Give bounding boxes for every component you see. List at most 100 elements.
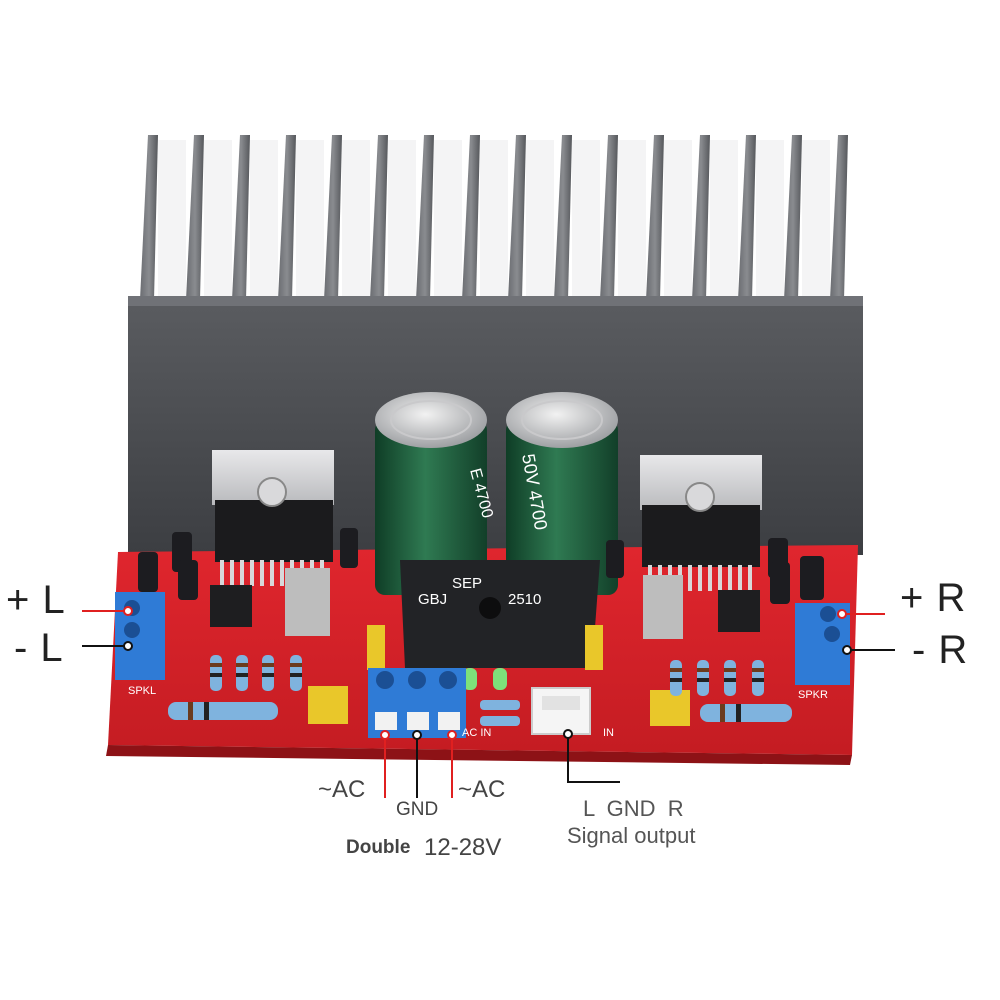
resistor-band bbox=[736, 704, 741, 722]
spkl-silkscreen: SPKL bbox=[128, 685, 156, 697]
resistor-band bbox=[204, 702, 209, 720]
fin-gap bbox=[756, 140, 784, 300]
resistor-band bbox=[752, 678, 764, 682]
heatsink-fin bbox=[784, 135, 802, 300]
fin-gap bbox=[296, 140, 324, 300]
signal-output-label: Signal output bbox=[567, 823, 696, 848]
heatsink-fin bbox=[232, 135, 250, 300]
resistor-band bbox=[670, 678, 682, 682]
resistor-band bbox=[210, 663, 222, 667]
film-capacitors bbox=[308, 625, 690, 726]
power-terminal bbox=[368, 668, 466, 738]
gnd-label: GND bbox=[396, 799, 439, 820]
bridge-number-text: 2510 bbox=[508, 591, 541, 608]
heatsink-fin bbox=[462, 135, 480, 300]
ic-leg bbox=[260, 560, 264, 586]
speaker-terminal-right bbox=[795, 603, 850, 685]
resistor bbox=[480, 716, 520, 726]
ic-leg bbox=[240, 560, 244, 586]
resistor bbox=[480, 700, 520, 710]
spkr-silkscreen: SPKR bbox=[798, 689, 828, 701]
power-resistor bbox=[168, 702, 278, 720]
resistor-band bbox=[236, 663, 248, 667]
fin-gap bbox=[250, 140, 278, 300]
fin-gap bbox=[618, 140, 646, 300]
ic-leg bbox=[688, 565, 692, 591]
resistor-band bbox=[262, 663, 274, 667]
ic-leg bbox=[698, 565, 702, 591]
resistor-band bbox=[290, 663, 302, 667]
resistor-band bbox=[752, 668, 764, 672]
resistor-band bbox=[262, 673, 274, 677]
double-label: Double bbox=[346, 837, 411, 858]
bridge-rectifier: SEP GBJ 2510 bbox=[400, 560, 600, 668]
heatsink-fin bbox=[324, 135, 342, 300]
filter-capacitor-right: 50V 4700 bbox=[506, 392, 618, 595]
resistor-band bbox=[720, 704, 725, 722]
resistors bbox=[168, 655, 792, 726]
resistor-band bbox=[290, 673, 302, 677]
fin-gap bbox=[572, 140, 600, 300]
fin-gap bbox=[710, 140, 738, 300]
heatsink-fin bbox=[186, 135, 204, 300]
bridge-brand-text: SEP bbox=[452, 575, 482, 592]
fin-gap bbox=[204, 140, 232, 300]
ic-leg bbox=[738, 565, 742, 591]
plus-right-label: + R bbox=[900, 576, 967, 620]
minus-left-label: - L bbox=[14, 626, 64, 670]
signal-connector bbox=[531, 687, 591, 735]
ac-in-silkscreen: AC IN bbox=[462, 727, 491, 739]
resistor-band bbox=[188, 702, 193, 720]
heatsink-fin bbox=[370, 135, 388, 300]
speaker-terminal-left bbox=[115, 592, 165, 680]
ic-leg bbox=[250, 560, 254, 586]
heatsink-fin bbox=[508, 135, 526, 300]
fin-gap bbox=[480, 140, 508, 300]
in-silkscreen: IN bbox=[603, 727, 614, 739]
power-resistor bbox=[700, 704, 792, 722]
small-capacitors bbox=[138, 528, 824, 604]
heatsink-fin bbox=[830, 135, 848, 300]
ic-leg bbox=[728, 565, 732, 591]
heatsink-fin bbox=[278, 135, 296, 300]
resistor-band bbox=[697, 668, 709, 672]
ic-leg bbox=[230, 560, 234, 586]
heatsink-fin bbox=[140, 135, 158, 300]
heatsink-fin bbox=[600, 135, 618, 300]
resistor-band bbox=[670, 668, 682, 672]
fin-gap bbox=[802, 140, 830, 300]
fin-gap bbox=[526, 140, 554, 300]
ac-right-label: ~AC bbox=[458, 776, 506, 803]
fin-gap bbox=[388, 140, 416, 300]
grey-components bbox=[210, 568, 760, 639]
voltage-label: 12-28V bbox=[424, 834, 502, 861]
ic-leg bbox=[708, 565, 712, 591]
ic-leg bbox=[270, 560, 274, 586]
plus-left-label: + L bbox=[6, 578, 66, 622]
heatsink-fin bbox=[416, 135, 434, 300]
resistor-band bbox=[724, 678, 736, 682]
ic-leg bbox=[280, 560, 284, 586]
resistor-band bbox=[724, 668, 736, 672]
heatsink-fin bbox=[646, 135, 664, 300]
ac-left-label: ~AC bbox=[318, 776, 366, 803]
minus-right-label: - R bbox=[912, 628, 969, 672]
fin-gap bbox=[342, 140, 370, 300]
fin-gap bbox=[434, 140, 462, 300]
resistor-band bbox=[236, 673, 248, 677]
leds bbox=[463, 668, 507, 690]
heatsink-fin bbox=[554, 135, 572, 300]
ic-leg bbox=[748, 565, 752, 591]
annotation-lines bbox=[82, 606, 895, 798]
ic-leg bbox=[718, 565, 722, 591]
heatsink-fins bbox=[140, 135, 848, 300]
fin-gap bbox=[664, 140, 692, 300]
fin-gap bbox=[158, 140, 186, 300]
resistor-band bbox=[697, 678, 709, 682]
heatsink-fin bbox=[738, 135, 756, 300]
ic-leg bbox=[220, 560, 224, 586]
signal-pins-label: L GND R bbox=[583, 796, 684, 821]
heatsink-fin bbox=[692, 135, 710, 300]
resistor-band bbox=[210, 673, 222, 677]
